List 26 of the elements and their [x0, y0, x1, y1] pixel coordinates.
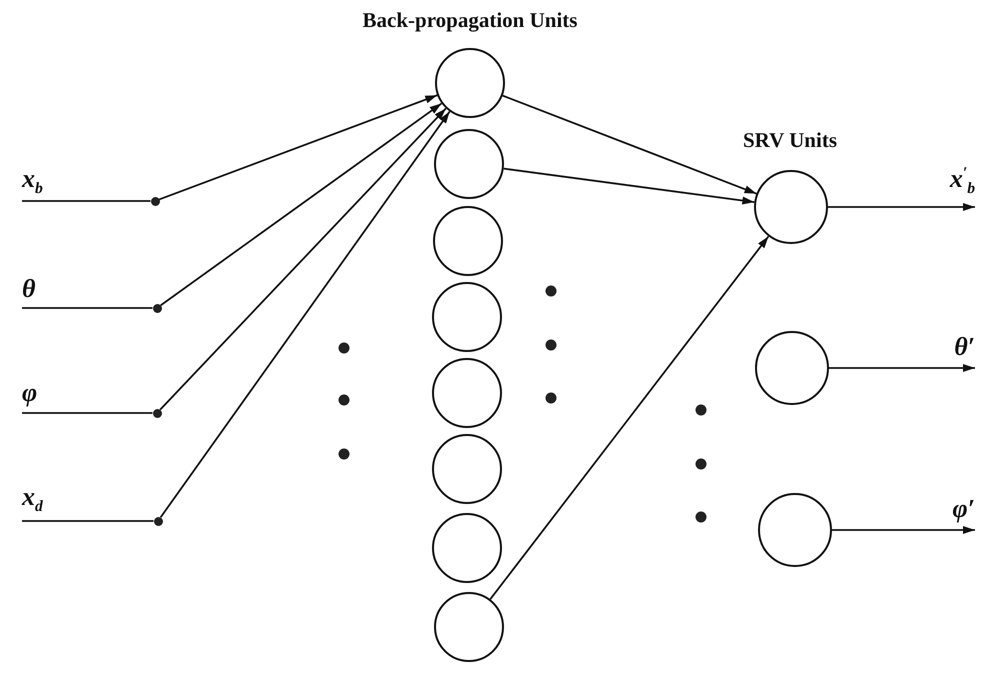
arrow	[160, 110, 450, 518]
arrow	[829, 364, 975, 372]
arrow	[828, 203, 975, 211]
junction-dot	[154, 516, 162, 526]
variable-label: θ′	[954, 334, 975, 360]
layer-heading: SRV Units	[743, 128, 837, 153]
connector-line	[22, 412, 152, 414]
arrow	[158, 94, 438, 200]
variable-label: φ′	[952, 496, 975, 522]
arrow	[504, 168, 754, 204]
variable-label: φ	[22, 380, 38, 406]
junction-dot	[152, 408, 162, 418]
variable-label: x$_{b}$	[22, 166, 43, 192]
connector-line	[22, 307, 152, 309]
arrow	[832, 526, 975, 534]
arrow	[502, 94, 757, 194]
junction-dot	[152, 304, 162, 312]
arrow	[160, 102, 442, 306]
connector-line	[22, 520, 154, 522]
variable-label: x$_{d}$	[22, 484, 43, 510]
layer-heading: Back-propagation Units	[362, 8, 578, 33]
variable-label: θ	[22, 276, 36, 302]
arrow	[490, 236, 770, 600]
arrow	[159, 108, 447, 410]
connector-line	[22, 200, 150, 202]
junction-dot	[150, 196, 160, 206]
